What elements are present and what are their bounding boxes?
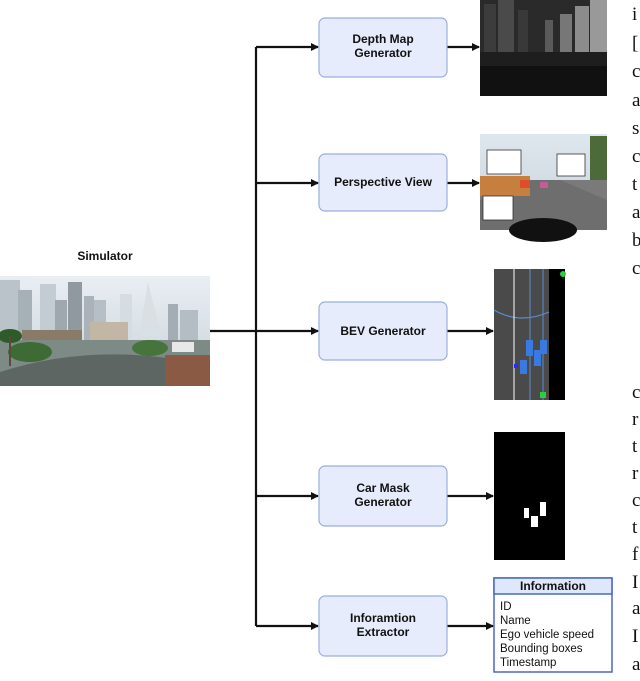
- side-letter: [: [632, 33, 638, 54]
- side-letter: b: [632, 230, 640, 251]
- information-item: Timestamp: [500, 657, 556, 669]
- information-item: Ego vehicle speed: [500, 629, 594, 641]
- side-letter: c: [632, 61, 640, 82]
- connector-lines: [210, 43, 494, 630]
- information-item: Bounding boxes: [500, 643, 583, 655]
- side-letter: c: [632, 382, 640, 403]
- side-letter: I: [632, 626, 638, 647]
- side-text-column-1: i [ c a s c t a b c: [632, 4, 640, 279]
- car-mask-image: [494, 432, 565, 560]
- side-letter: t: [632, 517, 638, 538]
- information-item: Name: [500, 615, 531, 627]
- bev-generator-box: BEV Generator: [318, 301, 448, 361]
- side-letter: f: [632, 544, 639, 565]
- side-letter: c: [632, 490, 640, 511]
- depth-map-image: [480, 0, 607, 96]
- depth-map-label-line1: Depth Map: [352, 32, 413, 46]
- simulator-image: [0, 276, 210, 386]
- side-letter: r: [632, 409, 639, 430]
- simulator-label: Simulator: [77, 249, 133, 263]
- side-letter: I: [632, 572, 638, 593]
- information-item: ID: [500, 601, 512, 613]
- side-letter: t: [632, 174, 638, 195]
- perspective-view-image: [480, 134, 607, 242]
- information-extractor-label-line2: Extractor: [357, 625, 410, 639]
- side-letter: r: [632, 463, 639, 484]
- information-extractor-box: Inforamtion Extractor: [318, 595, 448, 657]
- side-letter: c: [632, 258, 640, 279]
- bev-generator-label: BEV Generator: [340, 324, 426, 338]
- side-letter: i: [632, 4, 637, 25]
- depth-map-label-line2: Generator: [354, 46, 412, 60]
- car-mask-label-line1: Car Mask: [356, 481, 410, 495]
- car-mask-generator-box: Car Mask Generator: [318, 465, 448, 527]
- side-letter: a: [632, 202, 640, 223]
- bev-image: [493, 269, 566, 400]
- side-letter: t: [632, 436, 638, 457]
- side-letter: s: [632, 118, 639, 139]
- side-letter: c: [632, 146, 640, 167]
- car-mask-label-line2: Generator: [354, 495, 412, 509]
- information-extractor-label-line1: Inforamtion: [350, 611, 416, 625]
- perspective-view-box: Perspective View: [318, 153, 448, 212]
- side-letter: a: [632, 654, 640, 675]
- information-panel: Information ID Name Ego vehicle speed Bo…: [493, 577, 613, 673]
- side-text-column-2: c r t r c t f I a I a: [632, 382, 640, 675]
- depth-map-generator-box: Depth Map Generator: [318, 17, 448, 78]
- perspective-view-label: Perspective View: [334, 175, 433, 189]
- side-letter: a: [632, 598, 640, 619]
- information-title: Information: [520, 579, 586, 593]
- side-letter: a: [632, 90, 640, 111]
